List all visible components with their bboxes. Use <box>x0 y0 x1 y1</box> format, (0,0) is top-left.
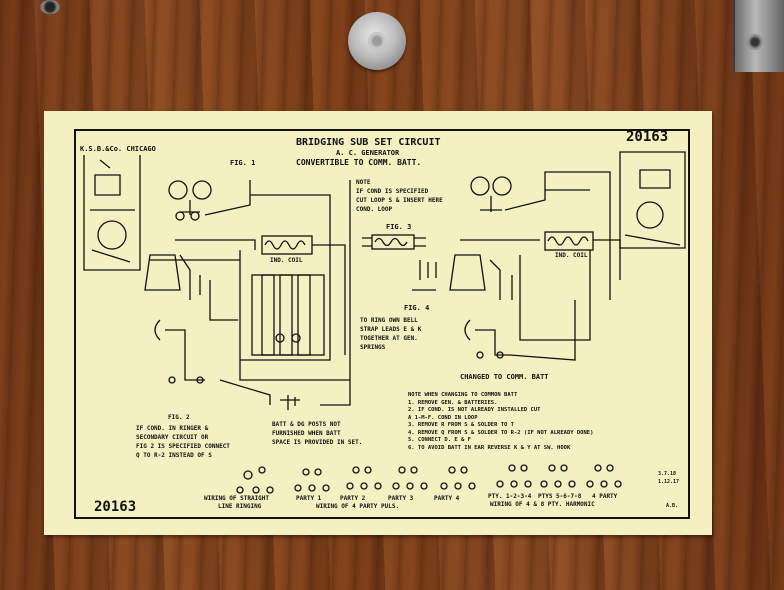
batt-note-line: FURNISHED WHEN BATT <box>272 430 341 437</box>
batt-note-line: SPACE IS PROVIDED IN SET. <box>272 439 363 446</box>
comm-batt-note: NOTE WHEN CHANGING TO COMMON BATT 1. REM… <box>408 392 593 452</box>
harmonic-wiring-label: WIRING OF 4 & 8 PTY. HARMONIC <box>490 501 595 508</box>
ind-coil-right: IND. COIL <box>555 252 588 259</box>
maker-label: K.S.B.&Co. CHICAGO <box>80 145 156 153</box>
note-top-line: CUT LOOP S & INSERT HERE <box>356 197 443 204</box>
note-top-line: COND. LOOP <box>356 206 393 213</box>
note-line: 4. REMOVE Q FROM S & SOLDER TO R-2 (IF N… <box>408 429 594 436</box>
note-top-line: NOTE <box>356 179 371 186</box>
draftsman-initials: A.B. <box>666 503 679 509</box>
circuit-diagram-sheet <box>44 111 712 535</box>
note-top: NOTE IF COND IS SPECIFIED CUT LOOP S & I… <box>356 178 443 214</box>
note-top-line: IF COND IS SPECIFIED <box>356 188 429 195</box>
fig1-label: FIG. 1 <box>230 159 256 167</box>
fig4-note: TO RING OWN BELL STRAP LEADS E & K TOGET… <box>360 316 421 352</box>
fig2-note-line: FIG 2 IS SPECIFIED CONNECT <box>136 443 230 450</box>
fig1-circuit <box>144 180 351 410</box>
wall-set-sketch-right <box>619 151 686 249</box>
fig4-note-line: SPRINGS <box>360 344 386 351</box>
fig3-label: FIG. 3 <box>386 223 412 231</box>
party2-label: PARTY 2 <box>340 495 366 502</box>
line-ringing-label: LINE RINGING <box>218 503 262 510</box>
fig4-note-line: STRAP LEADS E & K <box>360 326 422 333</box>
fig2-note: IF COND. IN RINGER & SECONDARY CIRCUIT O… <box>136 424 230 460</box>
pty1234-label: PTY. 1-2-3-4 <box>488 493 532 500</box>
batt-note: BATT & DG POSTS NOT FURNISHED WHEN BATT … <box>272 420 362 447</box>
fig2-label: FIG. 2 <box>168 414 190 421</box>
fig2-note-line: Q TO R-2 INSTEAD OF S <box>136 452 212 459</box>
screw-hole <box>40 0 60 14</box>
pty5678-label: PTYS 5-6-7-8 <box>538 493 582 500</box>
note-line: 3. REMOVE R FROM S & SOLDER TO T <box>408 422 514 428</box>
changed-label: CHANGED TO COMM. BATT <box>460 373 549 381</box>
note-line: 6. TO AVOID BATT IN EAR REVERSE K & Y AT… <box>408 444 571 451</box>
wiring-straight-label: WIRING OF STRAIGHT <box>204 495 270 502</box>
party3-label: PARTY 3 <box>388 495 414 502</box>
four-party-label: 4 PARTY <box>592 493 618 500</box>
date-2: 1.12.17 <box>658 479 680 485</box>
subtitle-convertible: CONVERTIBLE TO COMM. BATT. <box>296 158 422 167</box>
party4-label: PARTY 4 <box>434 495 460 502</box>
note-line: 2. IF COND. IS NOT ALREADY INSTALLED CUT <box>408 407 541 413</box>
party1-label: PARTY 1 <box>296 495 322 502</box>
subtitle-generator: A. C. GENERATOR <box>336 149 400 157</box>
note-line: A 1-M-F. COND IN LOOP <box>408 414 478 421</box>
note-line: NOTE WHEN CHANGING TO COMMON BATT <box>408 392 518 398</box>
date-1: 3.7.18 <box>658 471 677 477</box>
fig4-note-line: TOGETHER AT GEN. <box>360 335 418 342</box>
note-line: 1. REMOVE GEN. & BATTERIES. <box>408 399 498 406</box>
fig4-note-line: TO RING OWN BELL <box>360 317 418 324</box>
fig4-label: FIG. 4 <box>404 304 430 312</box>
batt-note-line: BATT & DG POSTS NOT <box>272 421 341 428</box>
pulse-wiring-label: WIRING OF 4 PARTY PULS. <box>316 503 400 510</box>
diagram-title: BRIDGING SUB SET CIRCUIT <box>296 137 441 148</box>
fig3-fig4 <box>362 234 437 291</box>
fig2-note-line: SECONDARY CIRCUIT OR <box>136 434 209 441</box>
diagram-number-bottom: 20163 <box>94 499 137 515</box>
diagram-border <box>74 129 690 519</box>
mounting-screw <box>348 12 406 70</box>
ind-coil-left: IND. COIL <box>270 257 303 264</box>
fig2-note-line: IF COND. IN RINGER & <box>136 425 209 432</box>
wall-set-sketch-left <box>83 155 141 271</box>
diagram-number-top: 20163 <box>626 129 669 145</box>
metal-hinge <box>733 0 784 72</box>
note-line: 5. CONNECT D. E & F <box>408 437 471 443</box>
comm-batt-circuit <box>449 171 621 361</box>
wiring-terminals <box>236 464 622 494</box>
